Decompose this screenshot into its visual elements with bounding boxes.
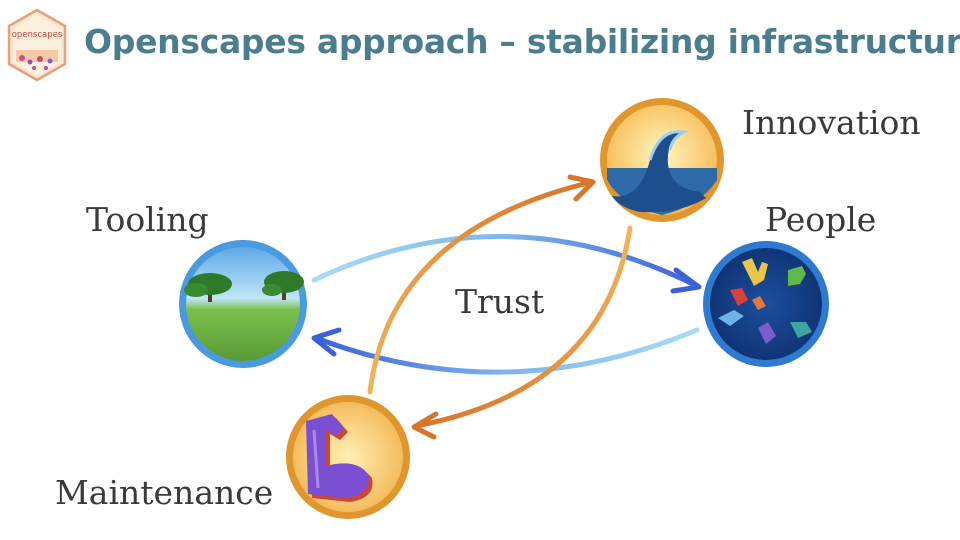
logo-text: openscapes [11,30,63,40]
node-label-tooling: Tooling [86,200,209,239]
node-label-innovation: Innovation [742,103,921,142]
landscape-trees-icon [184,271,304,302]
maintenance-node [286,395,410,519]
people-node [703,241,829,367]
arrowhead-tooling-icon [311,327,342,357]
arrowhead-innovation-icon [567,174,596,202]
slide-title: Openscapes approach – stabilizing infras… [84,22,960,61]
arrow-maintenance-to-innovation [367,179,595,395]
hands-icon [718,258,812,344]
tooling-node [179,240,307,368]
flexed-arm-icon [306,414,373,502]
node-label-people: People [765,200,877,239]
arrow-innovation-to-maintenance [413,225,633,429]
center-label-trust: Trust [455,282,545,321]
arrow-people-to-tooling [313,327,700,375]
arrowhead-people-icon [670,267,702,294]
wave-icon [607,130,717,215]
arrow-tooling-to-people [311,233,700,289]
openscapes-logo-icon [7,8,67,82]
innovation-node [600,98,724,222]
arrowhead-maintenance-icon [411,411,439,440]
node-label-maintenance: Maintenance [55,473,274,512]
